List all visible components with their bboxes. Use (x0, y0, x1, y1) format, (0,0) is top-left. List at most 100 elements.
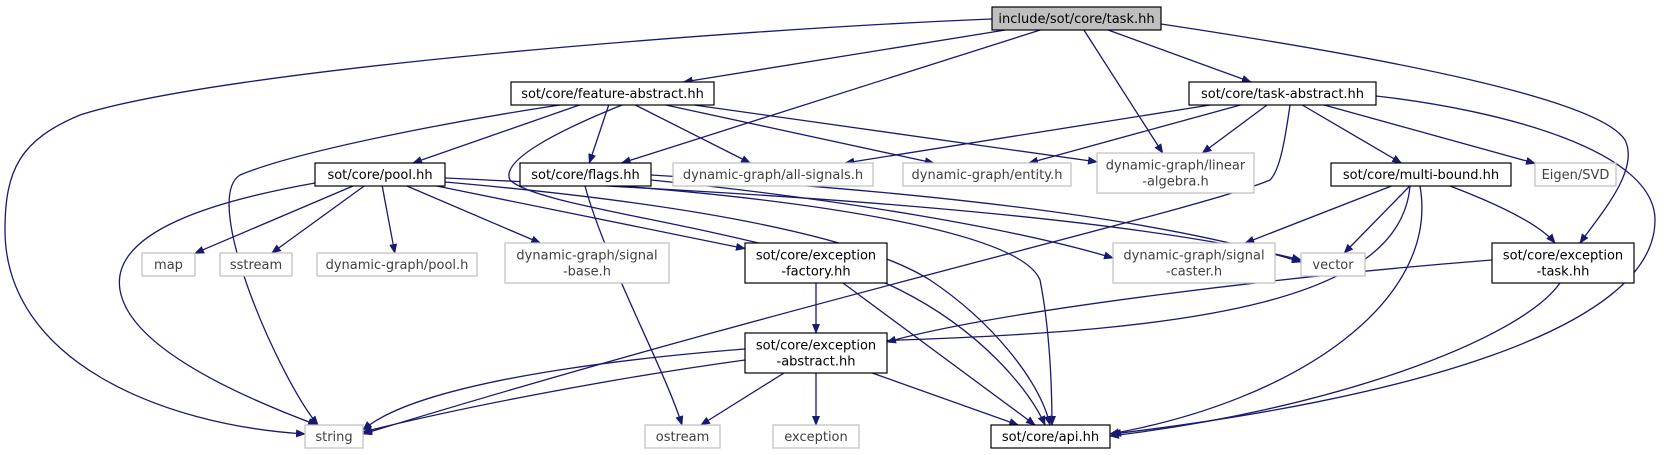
node-task-abstract[interactable]: sot/core/task-abstract.hh (1188, 81, 1377, 106)
node-label: sot/core/pool.hh (327, 168, 432, 183)
edge-line (1201, 104, 1268, 154)
edge-pool_hh-to-dg_pool (381, 185, 398, 254)
node-label: sot/core/feature-abstract.hh (521, 87, 704, 102)
edge-line (1107, 29, 1252, 83)
edge-line (693, 104, 1098, 165)
edge-exception_abstract-to-string (362, 359, 746, 434)
node-box (304, 424, 364, 449)
node-flags-hh[interactable]: sot/core/flags.hh (519, 162, 652, 187)
edge-task_hh-to-exception_task (1160, 23, 1629, 244)
edge-line (842, 282, 1036, 426)
node-box (1112, 242, 1276, 284)
edge-line (1111, 95, 1656, 437)
node-task-hh[interactable]: include/sot/core/task.hh (991, 6, 1162, 31)
node-exception-abstract[interactable]: sot/core/exception-abstract.hh (744, 332, 888, 374)
node-label: dynamic-graph/entity.h (912, 168, 1063, 183)
node-pool-hh[interactable]: sot/core/pool.hh (314, 162, 446, 187)
edge-line (886, 259, 1493, 344)
node-entity-h: dynamic-graph/entity.h (902, 162, 1072, 187)
node-label: sstream (230, 258, 282, 273)
node-label: dynamic-graph/signal (1123, 249, 1264, 264)
edge-line (1160, 23, 1629, 244)
node-box (219, 252, 293, 277)
node-label: -algebra.h (1142, 175, 1208, 190)
edge-feature_abstract-to-entity_h (665, 104, 935, 166)
edge-exception_abstract-to-ostream (700, 372, 785, 426)
node-box (1330, 162, 1512, 187)
edge-line (4, 18, 993, 438)
node-box (1534, 162, 1617, 187)
node-exception-factory[interactable]: sot/core/exception-factory.hh (744, 242, 888, 284)
nodes-layer: include/sot/core/task.hh sot/core/feature… (141, 6, 1635, 449)
node-eigen-svd: Eigen/SVD (1534, 162, 1617, 187)
edge-line (194, 185, 354, 254)
edge-line (1323, 104, 1536, 165)
edge-task_abstract-to-eigen_svd (1323, 104, 1536, 165)
edge-exception_task-to-exception_abstract (886, 259, 1493, 344)
node-label: sot/core/api.hh (1002, 430, 1099, 445)
node-label: -base.h (563, 265, 611, 280)
node-box (1300, 252, 1366, 277)
edge-line (844, 104, 1211, 166)
edge-line (620, 29, 1041, 165)
edge-task_hh-to-feature_abstract (682, 29, 1006, 85)
edge-multi_bound-to-string (362, 185, 1411, 431)
edge-line (682, 29, 1006, 85)
node-label: string (315, 430, 352, 445)
node-box (772, 424, 860, 449)
edge-multi_bound-to-vector (1343, 185, 1411, 254)
node-label: sot/core/task-abstract.hh (1201, 87, 1364, 102)
edge-line (362, 359, 746, 434)
edge-line (381, 185, 398, 254)
edge-exception_factory-to-api_hh (842, 282, 1036, 426)
node-box (744, 332, 888, 374)
node-label: ostream (656, 430, 710, 445)
node-linear-algebra: dynamic-graph/linear-algebra.h (1096, 152, 1255, 194)
edge-flags_hh-to-signal_caster (650, 179, 1114, 260)
node-box (510, 81, 715, 106)
node-box (902, 162, 1072, 187)
edge-task_hh-to-linear_algebra (1083, 29, 1164, 154)
edge-line (118, 182, 318, 426)
edge-feature_abstract-to-all_signals (635, 104, 752, 164)
edge-line (650, 179, 1114, 260)
node-exception-task[interactable]: sot/core/exception-task.hh (1491, 242, 1635, 284)
node-label: include/sot/core/task.hh (998, 12, 1154, 27)
edge-pool_hh-to-sstream (270, 185, 365, 254)
edge-line (1028, 104, 1241, 165)
node-label: sot/core/multi-bound.hh (1343, 168, 1499, 183)
node-label: -task.hh (1537, 265, 1590, 280)
edge-line (270, 185, 365, 254)
node-feature-abstract[interactable]: sot/core/feature-abstract.hh (510, 81, 715, 106)
node-multi-bound[interactable]: sot/core/multi-bound.hh (1330, 162, 1512, 187)
node-box (1096, 152, 1255, 194)
edge-task_abstract-to-all_signals (844, 104, 1211, 166)
edge-flags_hh-to-api_hh (619, 185, 1056, 426)
edge-line (406, 185, 542, 244)
node-dg-pool: dynamic-graph/pool.h (316, 252, 478, 277)
node-api-hh[interactable]: sot/core/api.hh (990, 424, 1111, 449)
edge-line (1244, 185, 1392, 244)
node-signal-caster: dynamic-graph/signal-caster.h (1112, 242, 1276, 284)
edge-line (1449, 185, 1556, 244)
edge-feature_abstract-to-flags_hh (588, 104, 610, 164)
node-vector: vector (1300, 252, 1366, 277)
edge-line (871, 372, 1020, 426)
edge-task_abstract-to-entity_h (1028, 104, 1241, 165)
edge-line (635, 104, 752, 164)
node-label: dynamic-graph/signal (516, 249, 657, 264)
edge-task_abstract-to-api_hh (1111, 95, 1656, 437)
node-label: Eigen/SVD (1542, 168, 1610, 183)
node-string: string (304, 424, 364, 449)
edge-task_abstract-to-multi_bound (1301, 104, 1403, 164)
edge-feature_abstract-to-linear_algebra (693, 104, 1098, 165)
node-box (141, 252, 196, 277)
edge-line (1301, 104, 1403, 164)
edge-feature_abstract-to-pool_hh (412, 104, 580, 164)
edge-line (700, 372, 785, 426)
edge-line (588, 104, 610, 164)
edge-pool_hh-to-map (194, 185, 354, 254)
node-label: -caster.h (1166, 265, 1222, 280)
edge-feature_abstract-to-string (228, 104, 561, 426)
